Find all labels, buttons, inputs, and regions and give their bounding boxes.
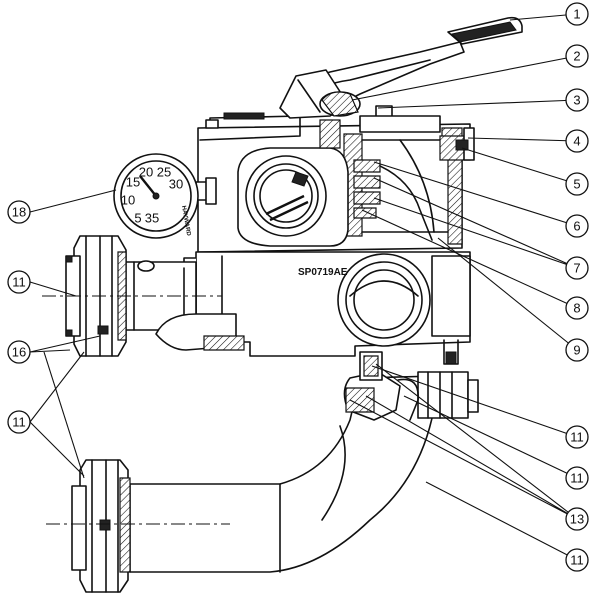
gauge-number: 20 xyxy=(139,165,153,180)
svg-text:16: 16 xyxy=(12,345,26,360)
callout-3: 3 xyxy=(565,88,589,112)
svg-text:9: 9 xyxy=(573,343,580,358)
svg-text:11: 11 xyxy=(570,471,584,486)
callout-16: 16 xyxy=(7,340,31,364)
gauge-number: 30 xyxy=(169,177,183,192)
svg-text:11: 11 xyxy=(12,275,26,290)
upper-port xyxy=(237,147,349,247)
cover-assembly xyxy=(319,115,475,161)
callout-18: 18 xyxy=(7,200,31,224)
callout-13: 13 xyxy=(565,507,589,531)
svg-text:13: 13 xyxy=(570,512,584,527)
gauge-number: 35 xyxy=(145,211,159,226)
svg-text:1: 1 xyxy=(573,7,580,22)
callout-7: 7 xyxy=(565,256,589,280)
svg-text:3: 3 xyxy=(573,93,580,108)
gauge-number: 5 xyxy=(134,211,141,226)
gauge-number: 15 xyxy=(126,175,140,190)
diverter-spring xyxy=(353,159,433,241)
callout-11: 11 xyxy=(7,270,31,294)
gauge-number: 10 xyxy=(121,193,135,208)
callout-8: 8 xyxy=(565,296,589,320)
cover-label-plate xyxy=(223,112,265,120)
svg-text:7: 7 xyxy=(573,261,580,276)
svg-text:6: 6 xyxy=(573,219,580,234)
svg-text:5: 5 xyxy=(573,177,580,192)
callout-11: 11 xyxy=(7,410,31,434)
svg-text:11: 11 xyxy=(570,430,584,445)
body-marking: SP0719AE xyxy=(298,267,348,278)
callout-5: 5 xyxy=(565,172,589,196)
svg-text:11: 11 xyxy=(12,415,26,430)
leader-lines xyxy=(29,13,578,561)
callouts: 1 2 3 4 5 6 7 8 9 11 11 13 11 18 11 16 1… xyxy=(7,2,589,572)
gauge-marking: HAYWARD xyxy=(180,205,191,237)
pressure-gauge: HAYWARD 5 10 15 20 25 30 35 xyxy=(113,153,217,239)
svg-text:2: 2 xyxy=(573,49,580,64)
svg-text:11: 11 xyxy=(570,553,584,568)
svg-text:18: 18 xyxy=(12,205,26,220)
svg-text:8: 8 xyxy=(573,301,580,316)
gauge-number: 25 xyxy=(157,165,171,180)
callout-9: 9 xyxy=(565,338,589,362)
callout-11: 11 xyxy=(565,466,589,490)
svg-text:4: 4 xyxy=(573,134,580,149)
callout-11: 11 xyxy=(565,425,589,449)
callout-11: 11 xyxy=(565,548,589,572)
centerlines xyxy=(42,295,230,525)
callout-6: 6 xyxy=(565,214,589,238)
callout-4: 4 xyxy=(565,129,589,153)
callout-2: 2 xyxy=(565,44,589,68)
lower-port xyxy=(337,253,431,347)
valve-handle xyxy=(279,16,523,119)
callout-1: 1 xyxy=(565,2,589,26)
